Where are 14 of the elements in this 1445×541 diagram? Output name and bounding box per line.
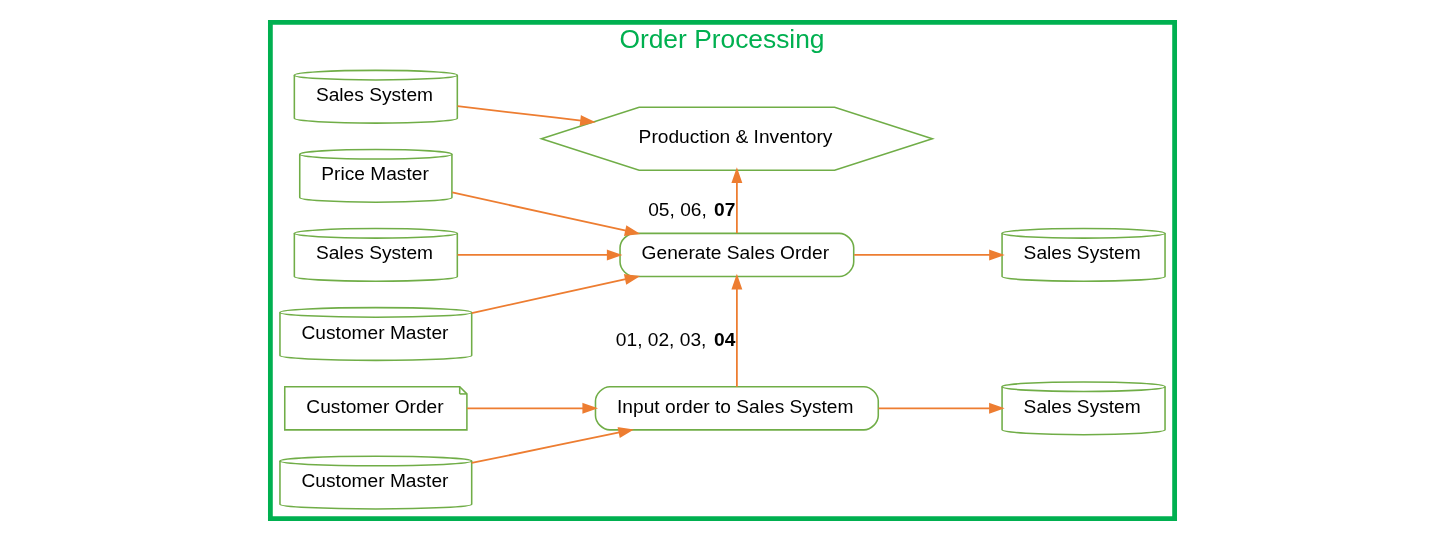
arrow: [731, 167, 743, 234]
arrow: [853, 249, 1005, 261]
arrow: [456, 249, 623, 261]
arrow: [451, 191, 641, 236]
arrow: [456, 105, 596, 126]
node-box: Input order to Sales System: [594, 385, 880, 431]
edge-label: 01, 02, 03, 04: [615, 329, 736, 351]
arrow: [470, 274, 641, 314]
arrow: [466, 402, 598, 414]
node-box: Generate Sales Order: [619, 232, 855, 278]
arrow: [470, 427, 634, 464]
arrow: [731, 273, 743, 388]
arrow: [877, 402, 1005, 414]
edge-label: 05, 06, 07: [648, 198, 736, 220]
